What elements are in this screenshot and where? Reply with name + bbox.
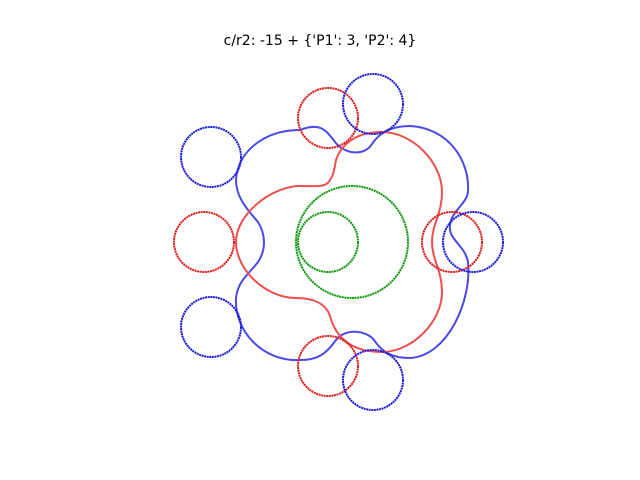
blue-circle-bottom (342, 349, 404, 411)
blue-circle-upper-left (180, 126, 242, 188)
red-circle-bottom (297, 335, 359, 397)
blue-circle-lower-left (180, 296, 242, 358)
blue-rolling-curve (234, 124, 470, 362)
red-circle-right (421, 211, 483, 273)
blue-circle-right (442, 211, 504, 273)
green-outer-circle (295, 185, 409, 299)
figure-title: c/r2: -15 + {'P1': 3, 'P2': 4} (223, 33, 417, 49)
red-circle-top (297, 87, 359, 149)
green-inner-circle (297, 211, 359, 273)
blue-circle-top (342, 73, 404, 135)
red-rolling-curve (234, 130, 444, 354)
red-circle-left (173, 211, 235, 273)
